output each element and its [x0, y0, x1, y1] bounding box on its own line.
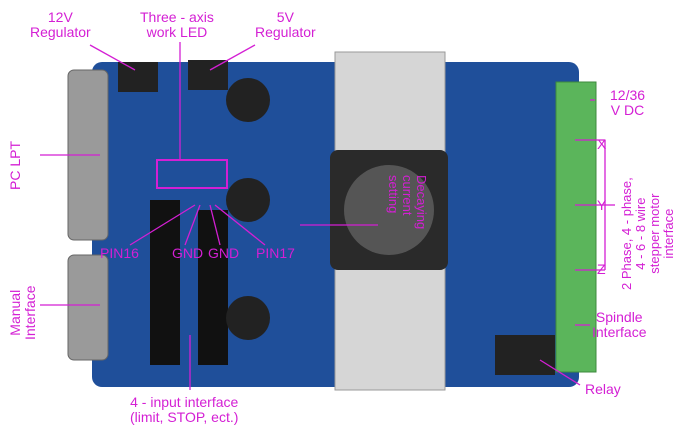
label-gnd-2: GND [208, 245, 240, 261]
ic-chip-1 [150, 200, 180, 365]
capacitor-2 [226, 178, 270, 222]
regulator-12v [118, 62, 158, 92]
regulator-5v [188, 60, 228, 90]
heatsink-bottom [334, 259, 446, 391]
relay-component [495, 335, 555, 375]
label-axis-y: Y [597, 197, 607, 213]
label-relay: Relay [585, 381, 621, 397]
fan-hub [344, 165, 434, 255]
label-axis-x: X [597, 136, 607, 152]
label-gnd-1: GND [172, 245, 204, 261]
label-pin17: PIN17 [256, 245, 295, 261]
led-highlight-box [156, 159, 228, 189]
manual-connector [67, 254, 109, 361]
capacitor-3 [226, 296, 270, 340]
label-pc-lpt: PC LPT [7, 140, 23, 190]
label-pin16: PIN16 [100, 245, 139, 261]
leader-lines [40, 42, 615, 390]
label-input-interface: 4 - input interface(limit, STOP, ect.) [130, 394, 239, 425]
capacitor-1 [226, 78, 270, 122]
label-axis-z: Z [597, 261, 606, 277]
terminal-block [555, 81, 597, 373]
ic-chip-2 [198, 210, 228, 365]
